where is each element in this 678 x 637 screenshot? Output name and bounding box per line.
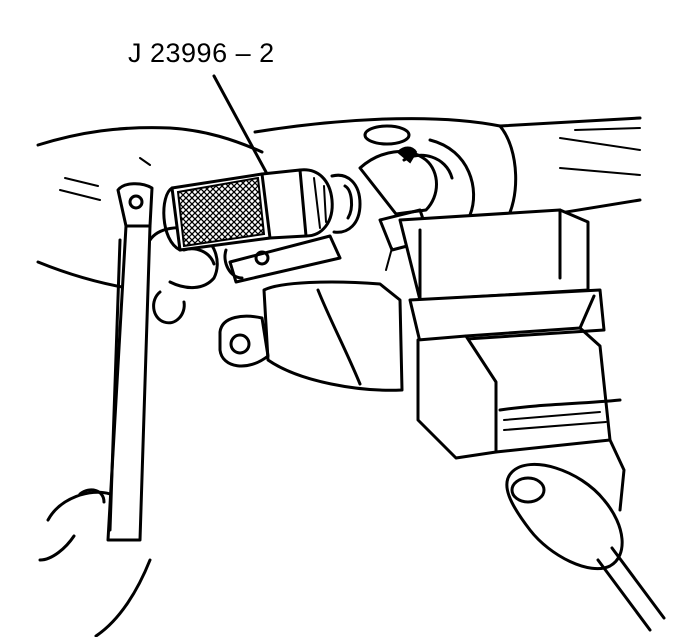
right-hand [38, 488, 152, 637]
left-hand [36, 126, 264, 325]
vise-handle [505, 462, 666, 632]
special-tool-j23996-2 [162, 168, 334, 252]
bench-vise [218, 208, 626, 512]
part-callout-label: J 23996 – 2 [128, 38, 275, 68]
wrench-handle [106, 182, 154, 542]
callout-leader-line [212, 74, 268, 174]
